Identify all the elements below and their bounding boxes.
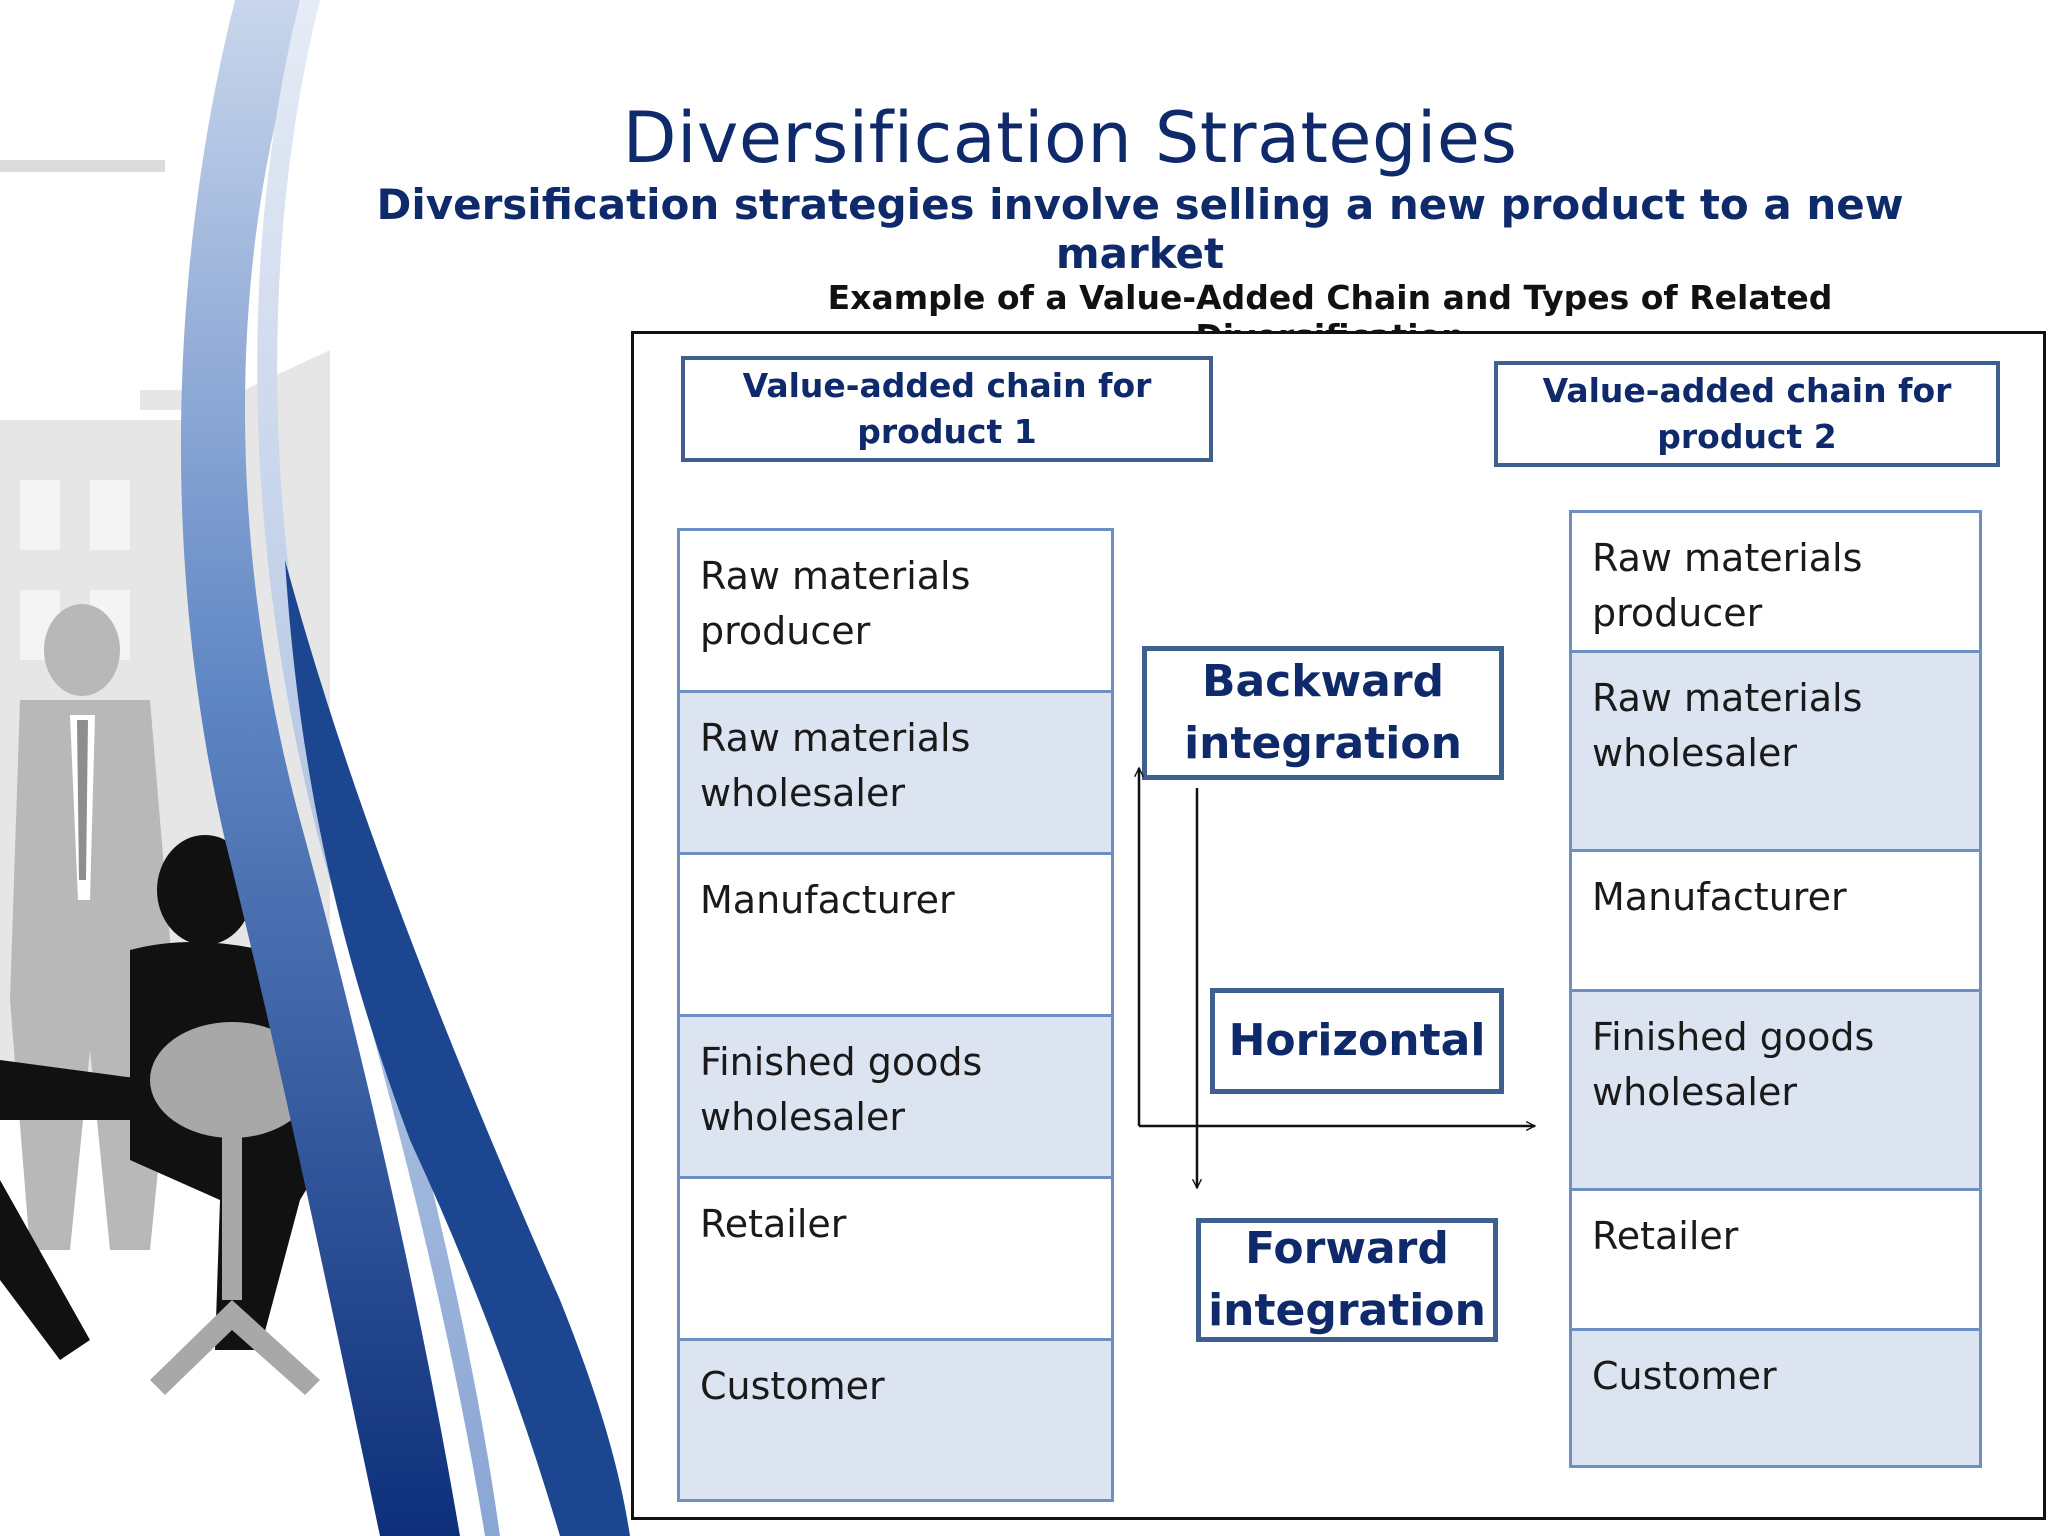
slide-subtitle: Diversification strategies involve selli… (376, 180, 1904, 278)
chain1-stage-label: Raw materials producer (700, 554, 971, 654)
chain2-stage: Manufacturer (1572, 852, 1979, 992)
chain1-stage: Retailer (680, 1179, 1111, 1341)
chain1-header-label: Value-added chain for product 1 (742, 365, 1152, 451)
chain1-stage: Customer (680, 1341, 1111, 1499)
chain2-stage: Raw materials wholesaler (1572, 653, 1979, 852)
chair-silhouette (150, 1022, 320, 1395)
chain1-stage: Manufacturer (680, 855, 1111, 1017)
slide-title: Diversification Strategies (622, 96, 1518, 179)
horizontal-label: Horizontal (1228, 1015, 1486, 1067)
chain1-stage-label: Customer (700, 1364, 885, 1408)
chain1-stage-label: Retailer (700, 1202, 847, 1246)
horizontal-box: Horizontal (1210, 988, 1504, 1094)
chain2-stage: Raw materials producer (1572, 513, 1979, 653)
chain1-stage: Raw materials wholesaler (680, 693, 1111, 855)
chain2-stage-label: Finished goods wholesaler (1592, 1015, 1875, 1115)
chain1-stage: Raw materials producer (680, 531, 1111, 693)
chain1-stage-label: Raw materials wholesaler (700, 716, 971, 816)
backward-integration-label: Backward integration (1184, 656, 1462, 769)
chain2-stage-label: Raw materials producer (1592, 536, 1863, 636)
chain1-column: Raw materials producer Raw materials who… (677, 528, 1114, 1502)
chain2-stage: Finished goods wholesaler (1572, 992, 1979, 1191)
forward-integration-box: Forward integration (1196, 1218, 1498, 1342)
light-swoosh (257, 0, 500, 1536)
chain1-stage: Finished goods wholesaler (680, 1017, 1111, 1179)
chain1-header: Value-added chain for product 1 (681, 356, 1213, 462)
chain2-header-label: Value-added chain for product 2 (1542, 370, 1952, 456)
blue-swoosh (180, 0, 461, 1536)
forward-integration-label: Forward integration (1208, 1223, 1486, 1336)
chain2-stage: Customer (1572, 1331, 1979, 1465)
chain2-stage-label: Raw materials wholesaler (1592, 676, 1863, 776)
chain2-stage-label: Customer (1592, 1354, 1777, 1398)
chain1-stage-label: Manufacturer (700, 878, 955, 922)
chain2-stage-label: Manufacturer (1592, 875, 1847, 919)
dark-swoosh (285, 560, 630, 1536)
chain2-stage: Retailer (1572, 1191, 1979, 1331)
chain2-stage-label: Retailer (1592, 1214, 1739, 1258)
backward-integration-box: Backward integration (1142, 646, 1504, 780)
chain2-column: Raw materials producer Raw materials who… (1569, 510, 1982, 1468)
chain1-stage-label: Finished goods wholesaler (700, 1040, 983, 1140)
chain2-header: Value-added chain for product 2 (1494, 361, 2000, 467)
